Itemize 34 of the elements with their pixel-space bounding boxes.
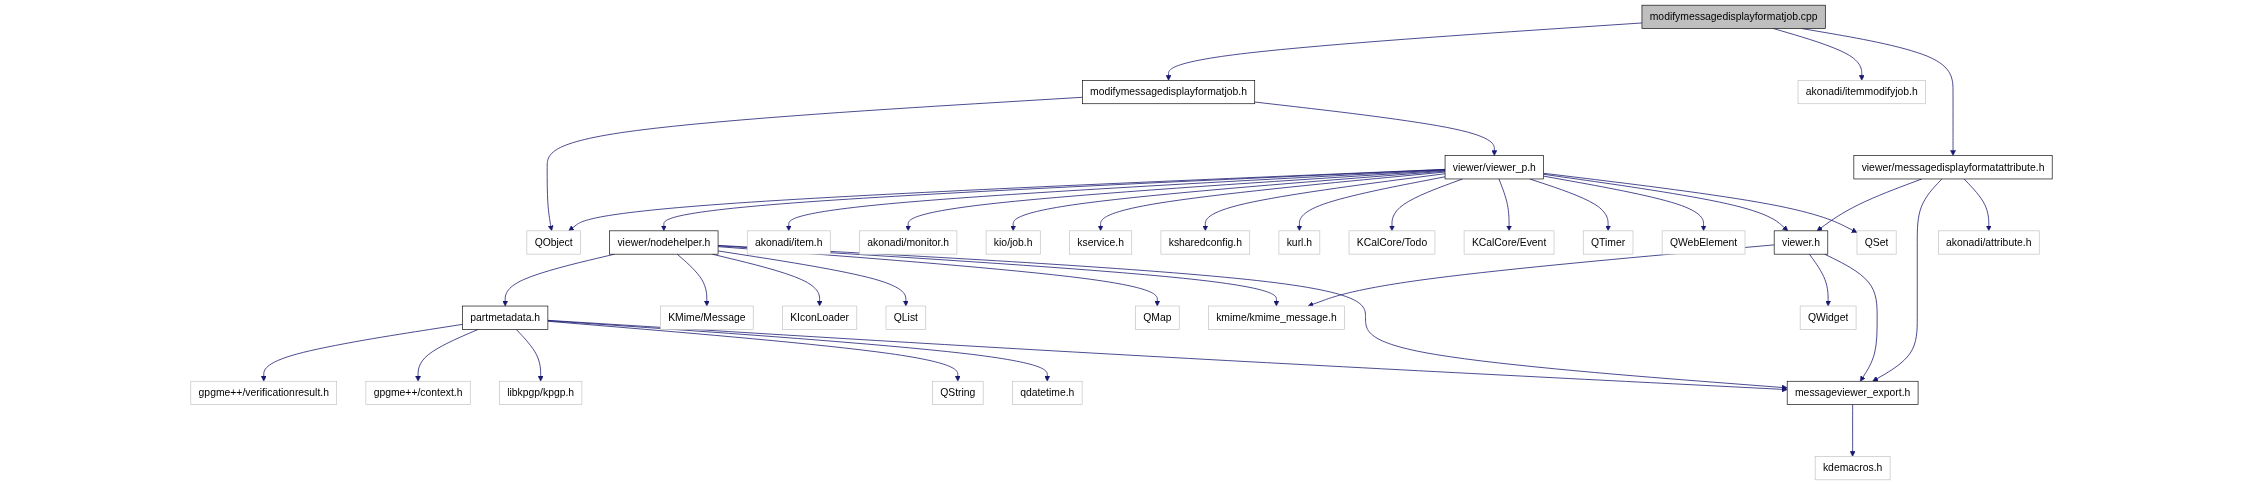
node-box: ksharedconfig.h: [1160, 230, 1251, 255]
node-box: QMap: [1135, 305, 1180, 330]
node-box: akonadi/itemmodifyjob.h: [1797, 80, 1926, 105]
node-box: kio/job.h: [985, 230, 1041, 255]
node-box: akonadi/item.h: [746, 230, 831, 255]
node-box: viewer/viewer_p.h: [1444, 155, 1544, 180]
node-box: viewer/messagedisplayformatattribute.h: [1853, 155, 2053, 180]
node-box: QString: [932, 380, 984, 405]
node-box: gpgme++/verificationresult.h: [190, 380, 338, 405]
node-box: kdemacros.h: [1814, 456, 1891, 481]
node-box: modifymessagedisplayformatjob.cpp: [1641, 4, 1826, 29]
node-box: messageviewer_export.h: [1786, 380, 1919, 405]
node-box: KCalCore/Todo: [1348, 230, 1436, 255]
node-box: kurl.h: [1278, 230, 1321, 255]
node-box: gpgme++/context.h: [365, 380, 471, 405]
node-box: QSet: [1856, 230, 1897, 255]
node-box: QWidget: [1799, 305, 1857, 330]
node-box: modifymessagedisplayformatjob.h: [1082, 80, 1256, 105]
node-box: QObject: [526, 230, 581, 255]
node-box: akonadi/monitor.h: [859, 230, 958, 255]
node-box: QWebElement: [1661, 230, 1746, 255]
node-box: qdatetime.h: [1012, 380, 1083, 405]
node-box: QTimer: [1582, 230, 1634, 255]
node-box: QList: [885, 305, 927, 330]
node-box: KMime/Message: [660, 305, 754, 330]
node-box: KCalCore/Event: [1463, 230, 1555, 255]
node-box: viewer/nodehelper.h: [609, 230, 719, 255]
node-box: kmime/kmime_message.h: [1208, 305, 1345, 330]
node-box: partmetadata.h: [462, 305, 549, 330]
node-box: KIconLoader: [782, 305, 858, 330]
node-box: akonadi/attribute.h: [1938, 230, 2040, 255]
node-box: libkpgp/kpgp.h: [499, 380, 583, 405]
node-box: viewer.h: [1773, 230, 1829, 255]
node-box: kservice.h: [1069, 230, 1133, 255]
